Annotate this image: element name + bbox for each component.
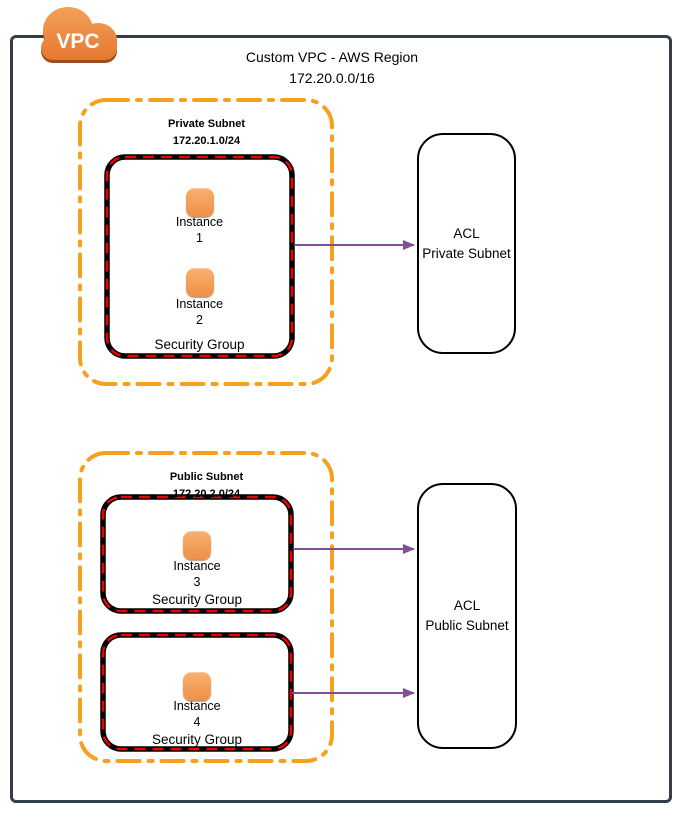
acl-public-line2: Public Subnet — [425, 618, 509, 633]
security-group-label: Security Group — [154, 337, 245, 352]
instance-number: 2 — [196, 313, 203, 327]
security-group-public-1: Instance 3 Security Group — [103, 497, 291, 611]
acl-private-box: ACL Private Subnet — [417, 133, 516, 354]
instance-label: Instance — [173, 559, 221, 573]
region-title-block: Custom VPC - AWS Region 172.20.0.0/16 — [172, 47, 492, 89]
private-subnet-cidr: 172.20.1.0/24 — [172, 134, 241, 147]
vpc-cloud-label: VPC — [56, 30, 99, 53]
security-group-label: Security Group — [151, 732, 243, 747]
private-subnet-border — [78, 98, 334, 386]
security-group-public-2: Instance 4 Security Group — [103, 635, 291, 749]
security-group-private: Instance 1 Instance 2 Security Group — [107, 157, 292, 356]
public-subnet-label-block: Public Subnet 172.20.2.0/24 — [80, 469, 333, 502]
ec2-instance-icon — [183, 531, 211, 559]
instance-label: Instance — [173, 699, 221, 713]
acl-private-line2: Private Subnet — [422, 245, 511, 261]
private-subnet-label-block: Private Subnet 172.20.1.0/24 — [80, 116, 333, 149]
region-cidr: 172.20.0.0/16 — [289, 70, 375, 86]
ec2-instance-icon — [185, 188, 214, 216]
public-subnet-label: Public Subnet — [169, 471, 244, 483]
security-group-private-border — [104, 154, 295, 359]
public-subnet-border — [78, 451, 334, 763]
security-group-label: Security Group — [151, 592, 243, 607]
instance-label: Instance — [175, 215, 224, 229]
ec2-instance-icon — [183, 672, 211, 700]
acl-public-line1: ACL — [453, 598, 481, 613]
vpc-cloud-icon: VPC — [32, 2, 124, 66]
public-subnet-cidr: 172.20.2.0/24 — [172, 487, 241, 500]
instance-label: Instance — [175, 297, 224, 311]
acl-public-box: ACL Public Subnet — [417, 483, 517, 749]
region-title: Custom VPC - AWS Region — [245, 49, 419, 65]
acl-private-line1: ACL — [453, 225, 480, 241]
instance-number: 1 — [196, 231, 203, 245]
instance-number: 4 — [193, 715, 201, 729]
ec2-instance-icon — [185, 268, 214, 296]
private-subnet-label: Private Subnet — [167, 118, 246, 130]
instance-number: 3 — [193, 575, 201, 589]
